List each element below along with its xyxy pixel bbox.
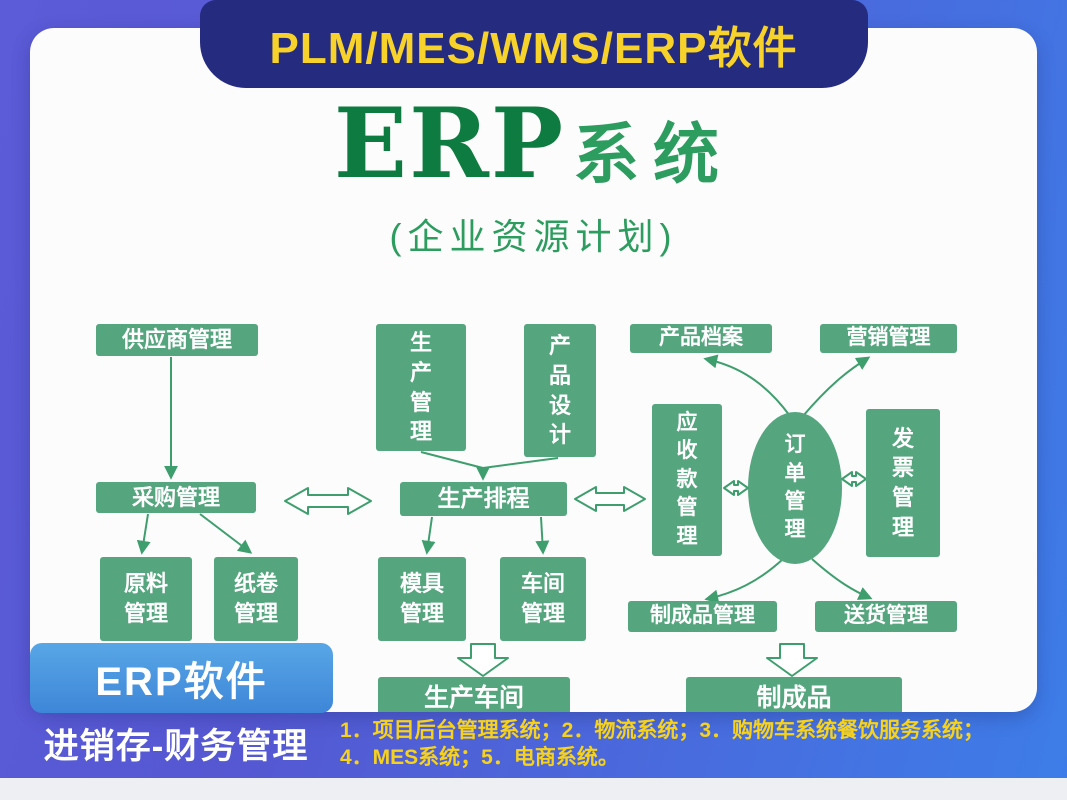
arrow-order-to-archive: [703, 354, 791, 417]
node-label: 营销管理: [846, 326, 931, 350]
node-workshop-mgmt: 车间管理: [500, 557, 586, 641]
arrow-order-to-finished-mgmt: [704, 558, 784, 604]
double-arrow-scheduling-receivables: [574, 486, 646, 512]
title-system: 系统: [573, 117, 734, 191]
node-label: 订单管理: [784, 433, 806, 542]
node-finished-goods: 制成品: [686, 677, 902, 712]
node-label: 生产管理: [409, 330, 432, 445]
node-label: 产品设计: [548, 333, 571, 448]
node-receivables-mgmt: 应收款管理: [652, 404, 722, 556]
node-production-workshop: 生产车间: [378, 677, 570, 712]
node-purchase-mgmt: 采购管理: [96, 482, 256, 513]
node-product-design: 产品设计: [524, 324, 596, 457]
line-production-mgmt-join: [420, 451, 484, 469]
node-production-mgmt: 生产管理: [376, 324, 466, 451]
node-finished-goods-mgmt: 制成品管理: [628, 601, 777, 632]
node-paper-roll-mgmt: 纸卷管理: [214, 557, 298, 641]
footer-notes: 1．项目后台管理系统；2．物流系统；3．购物车系统餐饮服务系统； 4．MES系统…: [340, 717, 1040, 771]
node-label: 送货管理: [844, 604, 928, 628]
footer-note-line-1: 1．项目后台管理系统；2．物流系统；3．购物车系统餐饮服务系统；: [340, 719, 985, 742]
title-erp: ERP: [333, 87, 566, 200]
line-product-design-join: [482, 457, 559, 469]
erp-software-badge: ERP软件: [30, 643, 333, 713]
node-label: 产品档案: [659, 326, 743, 350]
footer-note-line-2: 4．MES系统；5．电商系统。: [340, 746, 619, 769]
arrow-order-to-marketing: [802, 356, 871, 417]
node-label: 制成品管理: [650, 604, 755, 628]
banner-title: PLM/MES/WMS/ERP软件: [269, 24, 798, 73]
node-supplier-mgmt: 供应商管理: [96, 324, 258, 356]
double-arrow-order-invoice: [841, 471, 867, 487]
node-label: 应收款管理: [676, 411, 698, 548]
node-label: 模具管理: [399, 571, 444, 626]
node-label: 制成品: [756, 684, 832, 712]
node-delivery-mgmt: 送货管理: [815, 601, 957, 632]
node-order-mgmt: 订单管理: [748, 412, 842, 564]
double-arrow-purchase-scheduling: [284, 487, 372, 515]
arrow-purchase-to-paper-roll: [199, 513, 253, 554]
node-invoice-mgmt: 发票管理: [866, 409, 940, 557]
node-label: 原料管理: [123, 571, 168, 626]
block-arrow-to-production-workshop: [457, 643, 509, 677]
node-label: 采购管理: [131, 484, 220, 510]
node-label: 供应商管理: [121, 327, 232, 353]
node-production-scheduling: 生产排程: [400, 482, 567, 516]
node-product-archive: 产品档案: [630, 324, 772, 353]
arrow-scheduling-to-mold: [421, 516, 436, 555]
node-raw-material-mgmt: 原料管理: [100, 557, 192, 641]
arrow-scheduling-to-workshop: [535, 516, 550, 555]
node-mold-mgmt: 模具管理: [378, 557, 466, 641]
page-subtitle: (企业资源计划): [389, 216, 678, 257]
node-label: 纸卷管理: [233, 571, 278, 626]
node-label: 车间管理: [520, 571, 565, 626]
arrow-order-to-delivery: [811, 558, 873, 600]
double-arrow-receivables-order: [723, 480, 749, 496]
diagram-connectors: [136, 354, 873, 677]
erp-software-label: ERP软件: [95, 660, 268, 704]
top-banner: PLM/MES/WMS/ERP软件: [199, 0, 868, 88]
arrow-purchase-to-raw-material: [136, 513, 151, 555]
bottom-strip: [0, 778, 1067, 800]
node-label: 生产车间: [423, 684, 524, 712]
node-marketing-mgmt: 营销管理: [820, 324, 957, 353]
footer-caption: 进销存-财务管理: [43, 727, 309, 766]
block-arrow-to-finished-goods: [766, 643, 818, 677]
node-label: 发票管理: [891, 425, 914, 540]
node-label: 生产排程: [437, 485, 530, 512]
